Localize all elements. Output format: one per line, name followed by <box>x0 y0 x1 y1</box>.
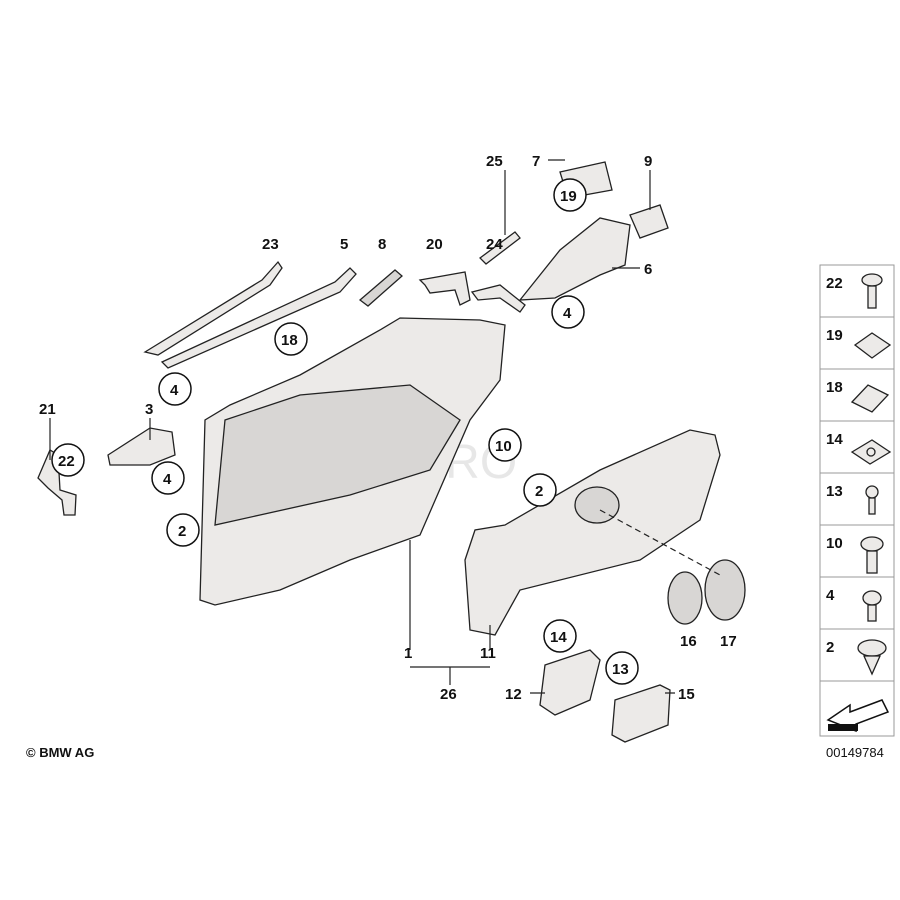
cap-9 <box>629 204 669 239</box>
circled-label-4b: 4 <box>170 382 179 399</box>
speed-nut-icon <box>850 439 892 465</box>
circled-label-4a: 4 <box>563 305 572 322</box>
bracket-3 <box>107 427 176 466</box>
pin-25 <box>479 231 521 265</box>
label-8: 8 <box>378 236 386 253</box>
small-screw-icon <box>865 485 879 515</box>
legend-item-10: 10 <box>826 535 843 552</box>
circled-label-4c: 4 <box>163 471 172 488</box>
screw-4-icon <box>862 590 882 622</box>
rail-5 <box>160 267 357 369</box>
legend-item-4: 4 <box>826 587 835 604</box>
label-21: 21 <box>39 401 56 418</box>
side-trim-1 <box>199 317 506 606</box>
circled-label-2a: 2 <box>535 483 543 500</box>
direction-arrow-icon <box>826 699 890 733</box>
circled-label-18: 18 <box>281 332 298 349</box>
legend-item-2: 2 <box>826 639 834 656</box>
label-1: 1 <box>404 645 412 662</box>
vent-8 <box>358 269 403 307</box>
push-clip-icon <box>857 639 887 676</box>
plain-labels: 25 7 9 23 5 8 20 24 6 21 3 1 11 26 12 15… <box>39 153 737 703</box>
side-trim-11 <box>464 429 721 636</box>
circled-label-22: 22 <box>58 453 75 470</box>
legend-item-19: 19 <box>826 327 843 344</box>
speaker-grille-16 <box>667 571 703 625</box>
label-3: 3 <box>145 401 153 418</box>
label-16: 16 <box>680 633 697 650</box>
retainer-clip-icon <box>850 384 890 413</box>
label-11: 11 <box>480 645 496 662</box>
label-6: 6 <box>644 261 652 278</box>
circled-labels: 19 4 18 4 10 22 4 2 2 14 13 <box>51 178 639 685</box>
label-17: 17 <box>720 633 737 650</box>
screw-icon <box>861 273 883 309</box>
label-20: 20 <box>426 236 443 253</box>
fastener-legend: 22 19 18 14 13 10 4 2 00149784 <box>819 264 895 760</box>
label-5: 5 <box>340 236 348 253</box>
legend-item-18: 18 <box>826 379 843 396</box>
bezel-15 <box>611 684 671 743</box>
label-23: 23 <box>262 236 279 253</box>
bracket-20 <box>418 271 471 306</box>
legend-item-13: 13 <box>826 483 843 500</box>
clip-icon <box>853 332 892 359</box>
panel-6 <box>518 217 631 301</box>
circled-label-13: 13 <box>612 661 629 678</box>
legend-item-14: 14 <box>826 431 843 448</box>
speaker-grille-17 <box>704 559 746 621</box>
label-24: 24 <box>486 236 503 253</box>
bolt-icon <box>860 536 884 574</box>
label-26: 26 <box>440 686 457 703</box>
circled-label-14: 14 <box>550 629 567 646</box>
diagram-code: 00149784 <box>826 745 884 760</box>
circled-label-2b: 2 <box>178 523 186 540</box>
label-9: 9 <box>644 153 652 170</box>
circled-label-10: 10 <box>495 438 512 455</box>
bracket-24 <box>470 284 526 313</box>
rail-23 <box>143 260 283 356</box>
label-7: 7 <box>532 153 540 170</box>
label-25: 25 <box>486 153 503 170</box>
circled-label-19: 19 <box>560 188 577 205</box>
label-15: 15 <box>678 686 695 703</box>
legend-item-22: 22 <box>826 275 843 292</box>
copyright: © BMW AG <box>26 745 94 760</box>
label-12: 12 <box>505 686 522 703</box>
handle-12 <box>539 649 601 716</box>
